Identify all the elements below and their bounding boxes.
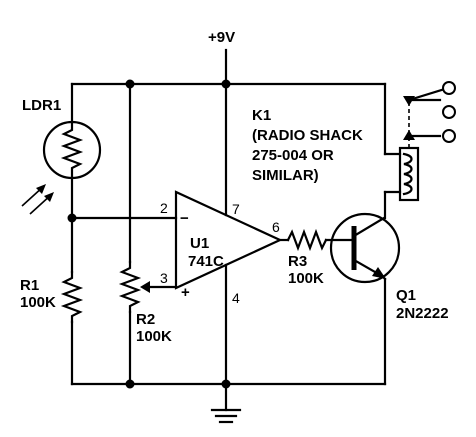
u1-pin-output: 6 [272, 219, 280, 235]
r2-value: 100K [136, 328, 172, 345]
q1-transistor [329, 212, 401, 284]
r3-ref: R3 [288, 253, 307, 270]
k1-relay-coil [398, 146, 420, 202]
u1-opamp [174, 190, 283, 290]
r3-value: 100K [288, 270, 324, 287]
u1-ref: U1 [190, 235, 209, 252]
r1-ref: R1 [20, 277, 39, 294]
supply-label: +9V [208, 29, 235, 46]
u1-pin-inverting: 2 [160, 200, 168, 216]
light-arrows-icon [21, 184, 54, 215]
k1-label-line1: K1 [252, 107, 271, 124]
k1-label-line4: SIMILAR) [252, 167, 319, 184]
u1-part: 741C [188, 253, 224, 270]
u1-minus-sign: − [180, 210, 189, 227]
k1-relay-contacts [403, 81, 456, 143]
ldr1-ref: LDR1 [22, 97, 61, 114]
u1-pin-noninverting: 3 [160, 270, 168, 286]
r2-wiper-arrow [140, 281, 178, 293]
u1-pin-vminus: 4 [232, 290, 240, 306]
k1-label-line2: (RADIO SHACK [252, 127, 363, 144]
ldr1-symbol [42, 82, 102, 220]
k1-label-line3: 275-004 OR [252, 147, 334, 164]
r1-resistor [60, 216, 84, 386]
u1-plus-sign: + [181, 284, 190, 301]
r1-value: 100K [20, 294, 56, 311]
u1-pin-vplus: 7 [232, 201, 240, 217]
q1-ref: Q1 [396, 287, 416, 304]
q1-part: 2N2222 [396, 305, 449, 322]
ground-symbol [210, 382, 242, 424]
r2-potentiometer [118, 82, 142, 386]
r3-resistor [278, 228, 354, 252]
r2-ref: R2 [136, 311, 155, 328]
